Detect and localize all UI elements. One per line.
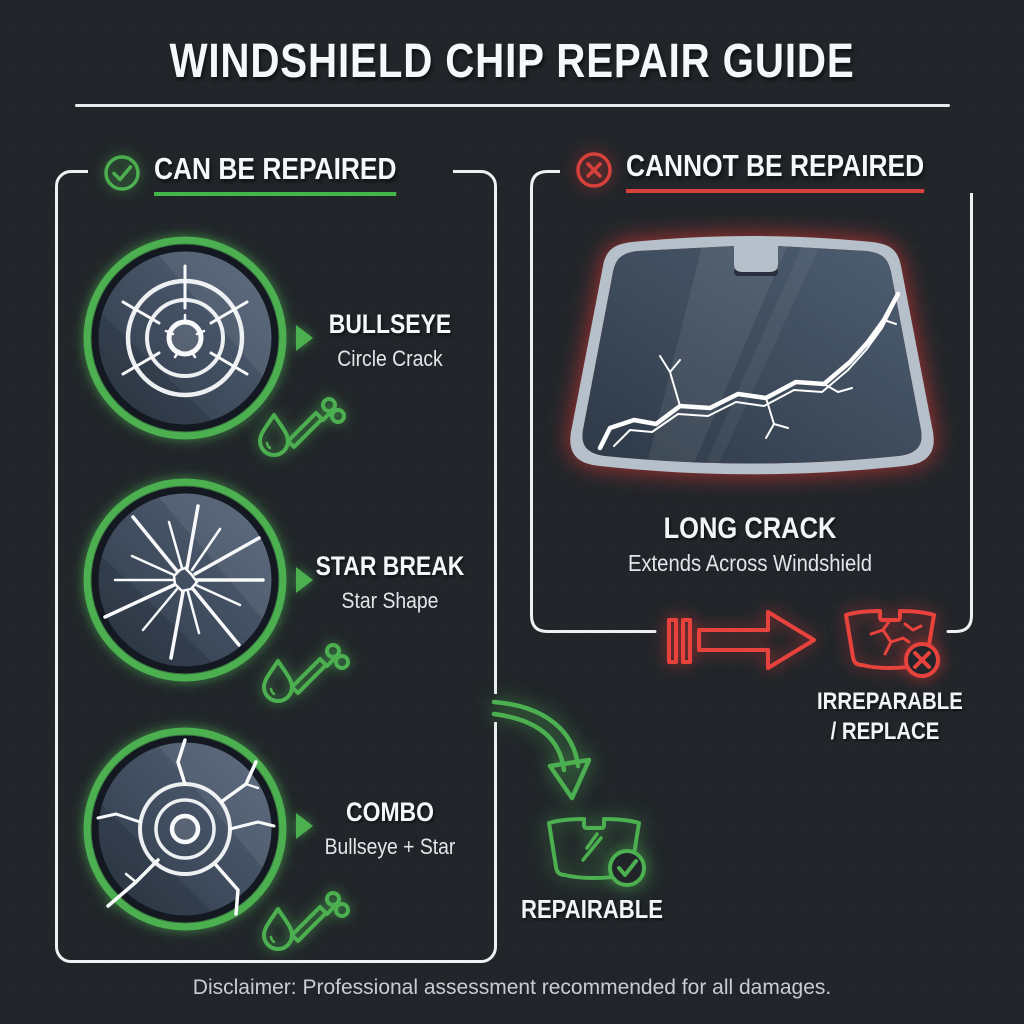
repair-tools-row3: [262, 891, 350, 951]
long-crack-desc: Extends Across Windshield: [627, 550, 873, 576]
combo-label-block: COMBO Bullseye + Star: [275, 797, 505, 860]
damage-name: COMBO: [346, 797, 434, 827]
irreparable-windshield-icon: [844, 609, 940, 678]
cannot-be-repaired-header: CANNOT BE REPAIRED: [560, 147, 991, 193]
damage-desc: Circle Crack: [337, 346, 443, 371]
irreparable-line2: / REPLACE: [830, 718, 940, 745]
triangle-pointer-icon: [296, 567, 313, 593]
squeegee-icon: [290, 891, 350, 943]
bullseye-damage-graphic: [83, 236, 287, 440]
repair-tools-row1: [258, 397, 346, 457]
repairable-label: REPAIRABLE: [520, 894, 664, 924]
resin-drop-icon: [262, 907, 294, 951]
x-circle-icon: [576, 152, 612, 188]
curved-arrow-icon: [491, 699, 592, 801]
triangle-pointer-icon: [296, 325, 313, 351]
page-title: WINDSHIELD CHIP REPAIR GUIDE: [169, 35, 855, 88]
irreparable-label: IRREPARABLE / REPLACE: [817, 687, 963, 747]
damage-name: BULLSEYE: [328, 309, 452, 339]
star-break-label-block: STAR BREAK Star Shape: [275, 551, 505, 614]
triangle-pointer-icon: [296, 813, 313, 839]
damage-name: STAR BREAK: [315, 551, 465, 581]
check-circle-icon: [104, 155, 140, 191]
damage-desc: Star Shape: [341, 588, 439, 613]
can-be-repaired-title: CAN BE REPAIRED: [154, 151, 397, 196]
squeegee-icon: [286, 397, 346, 449]
star-break-damage-graphic: [83, 478, 287, 682]
cannot-be-repaired-title: CANNOT BE REPAIRED: [626, 148, 925, 193]
bullseye-label-block: BULLSEYE Circle Crack: [275, 309, 505, 372]
repairable-windshield-icon: [547, 817, 646, 887]
squeegee-icon: [290, 643, 350, 695]
cannot-be-repaired-panel: CANNOT BE REPAIRED: [530, 147, 991, 633]
combo-damage-graphic: [83, 727, 287, 931]
can-be-repaired-panel: CAN BE REPAIRED: [55, 150, 497, 963]
resin-drop-icon: [258, 413, 290, 457]
title-divider: [75, 104, 950, 107]
cracked-windshield-graphic: [570, 236, 934, 475]
repair-tools-row2: [262, 643, 350, 703]
damage-desc: Bullseye + Star: [324, 834, 456, 859]
irreparable-line1: IRREPARABLE: [817, 688, 963, 715]
can-be-repaired-header: CAN BE REPAIRED: [88, 150, 454, 196]
long-crack-title: LONG CRACK: [663, 512, 837, 545]
flow-arrow-icon: [667, 610, 816, 670]
disclaimer-text: Disclaimer: Professional assessment reco…: [192, 976, 832, 999]
resin-drop-icon: [262, 659, 294, 703]
